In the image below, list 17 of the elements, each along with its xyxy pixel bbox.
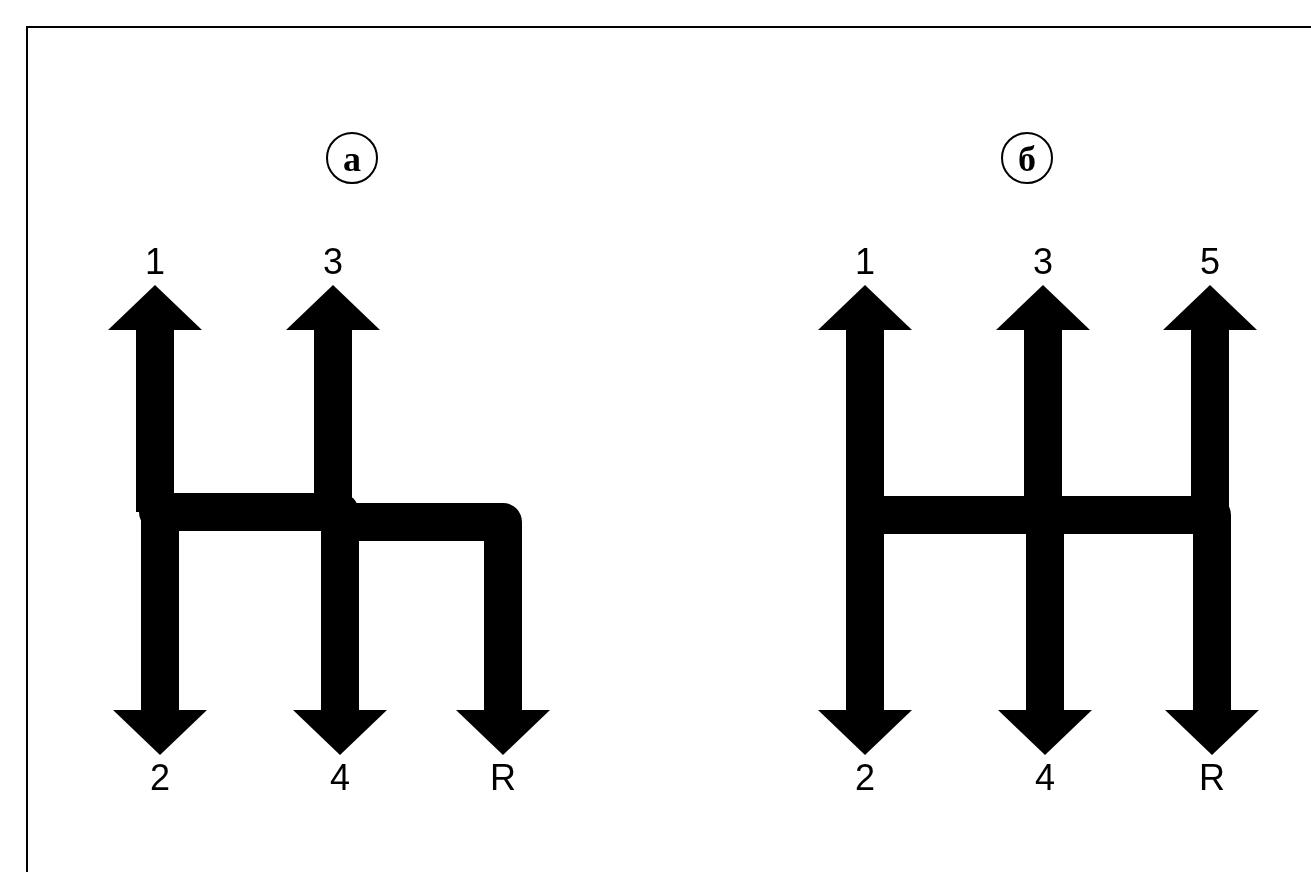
gear-number: 2 — [843, 758, 887, 798]
gear-number: 1 — [843, 242, 887, 282]
gear-number: 3 — [311, 242, 355, 282]
gear-number: 4 — [1023, 758, 1067, 798]
gear-number: R — [1190, 758, 1234, 798]
shift-arrow — [1165, 515, 1259, 755]
gear-number: 3 — [1021, 242, 1065, 282]
shift-arrow — [818, 515, 912, 755]
panel-letter: а — [326, 132, 378, 184]
gear-number: R — [481, 758, 525, 798]
gear-number: 2 — [138, 758, 182, 798]
gear-number: 5 — [1188, 242, 1232, 282]
panel-letter: б — [1001, 132, 1053, 184]
shift-arrow — [108, 285, 202, 512]
gear-number: 4 — [318, 758, 362, 798]
shift-arrow — [818, 285, 912, 515]
gear-number: 1 — [133, 242, 177, 282]
